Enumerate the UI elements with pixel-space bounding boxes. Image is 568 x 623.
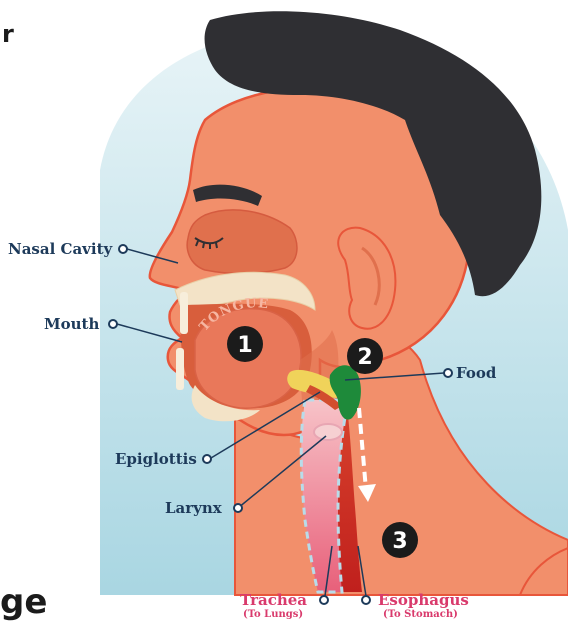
cropped-title-top: r <box>2 20 14 48</box>
larynx-ring <box>314 424 342 440</box>
upper-teeth <box>180 292 188 334</box>
cropped-title-bottom: ge <box>0 582 47 622</box>
step-badge-1: 1 <box>227 326 263 362</box>
mouth-label: Mouth <box>44 315 99 333</box>
lower-teeth <box>176 348 184 390</box>
trachea-sublabel: (To Lungs) <box>243 609 303 620</box>
esophagus-label: Esophagus <box>378 591 469 609</box>
food-label: Food <box>456 364 496 382</box>
step-badge-2: 2 <box>347 338 383 374</box>
svg-text:1: 1 <box>237 333 252 358</box>
esophagus-sublabel: (To Stomach) <box>383 609 458 620</box>
epiglottis-label: Epiglottis <box>115 450 197 468</box>
nasal-cavity-label: Nasal Cavity <box>8 240 112 258</box>
larynx-label: Larynx <box>165 499 222 517</box>
svg-text:2: 2 <box>357 345 372 370</box>
step-badge-3: 3 <box>382 522 418 558</box>
svg-text:3: 3 <box>392 529 407 554</box>
trachea-label: Trachea <box>240 591 307 609</box>
